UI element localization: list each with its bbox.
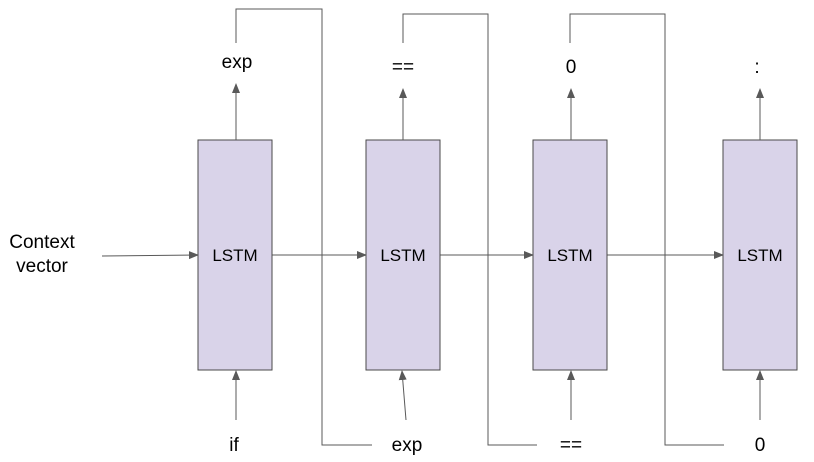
- feedback-wire-3: [569, 13, 724, 446]
- context-vector-label-line1: Context: [9, 232, 75, 253]
- lstm-cell-2-input-arrow: [398, 370, 407, 421]
- lstm-cell-4: [722, 139, 798, 371]
- lstm-cell-1-output-token: exp: [222, 52, 253, 73]
- lstm-cell-1-label: LSTM: [212, 246, 257, 265]
- feedback-wire-2: [402, 13, 537, 446]
- lstm-cell-2: [365, 139, 441, 371]
- lstm-cell-3-output-token: 0: [566, 57, 577, 78]
- lstm-cell-3-label: LSTM: [547, 246, 592, 265]
- lstm-cell-2-label: LSTM: [380, 246, 425, 265]
- context-vector-label-line2: vector: [16, 256, 68, 277]
- feedback-wire-1: [235, 8, 372, 446]
- lstm-cell-4-input-token: 0: [755, 435, 766, 456]
- lstm-cell-3-input-token: ==: [560, 435, 582, 456]
- context-vector-arrow: [101, 251, 199, 260]
- lstm-cell-1-input-token: if: [229, 435, 239, 456]
- lstm-cell-4-label: LSTM: [737, 246, 782, 265]
- lstm-cell-4-output-token: :: [754, 57, 759, 78]
- lstm-cell-2-output-token: ==: [392, 57, 414, 78]
- lstm-cell-2-input-token: exp: [392, 435, 423, 456]
